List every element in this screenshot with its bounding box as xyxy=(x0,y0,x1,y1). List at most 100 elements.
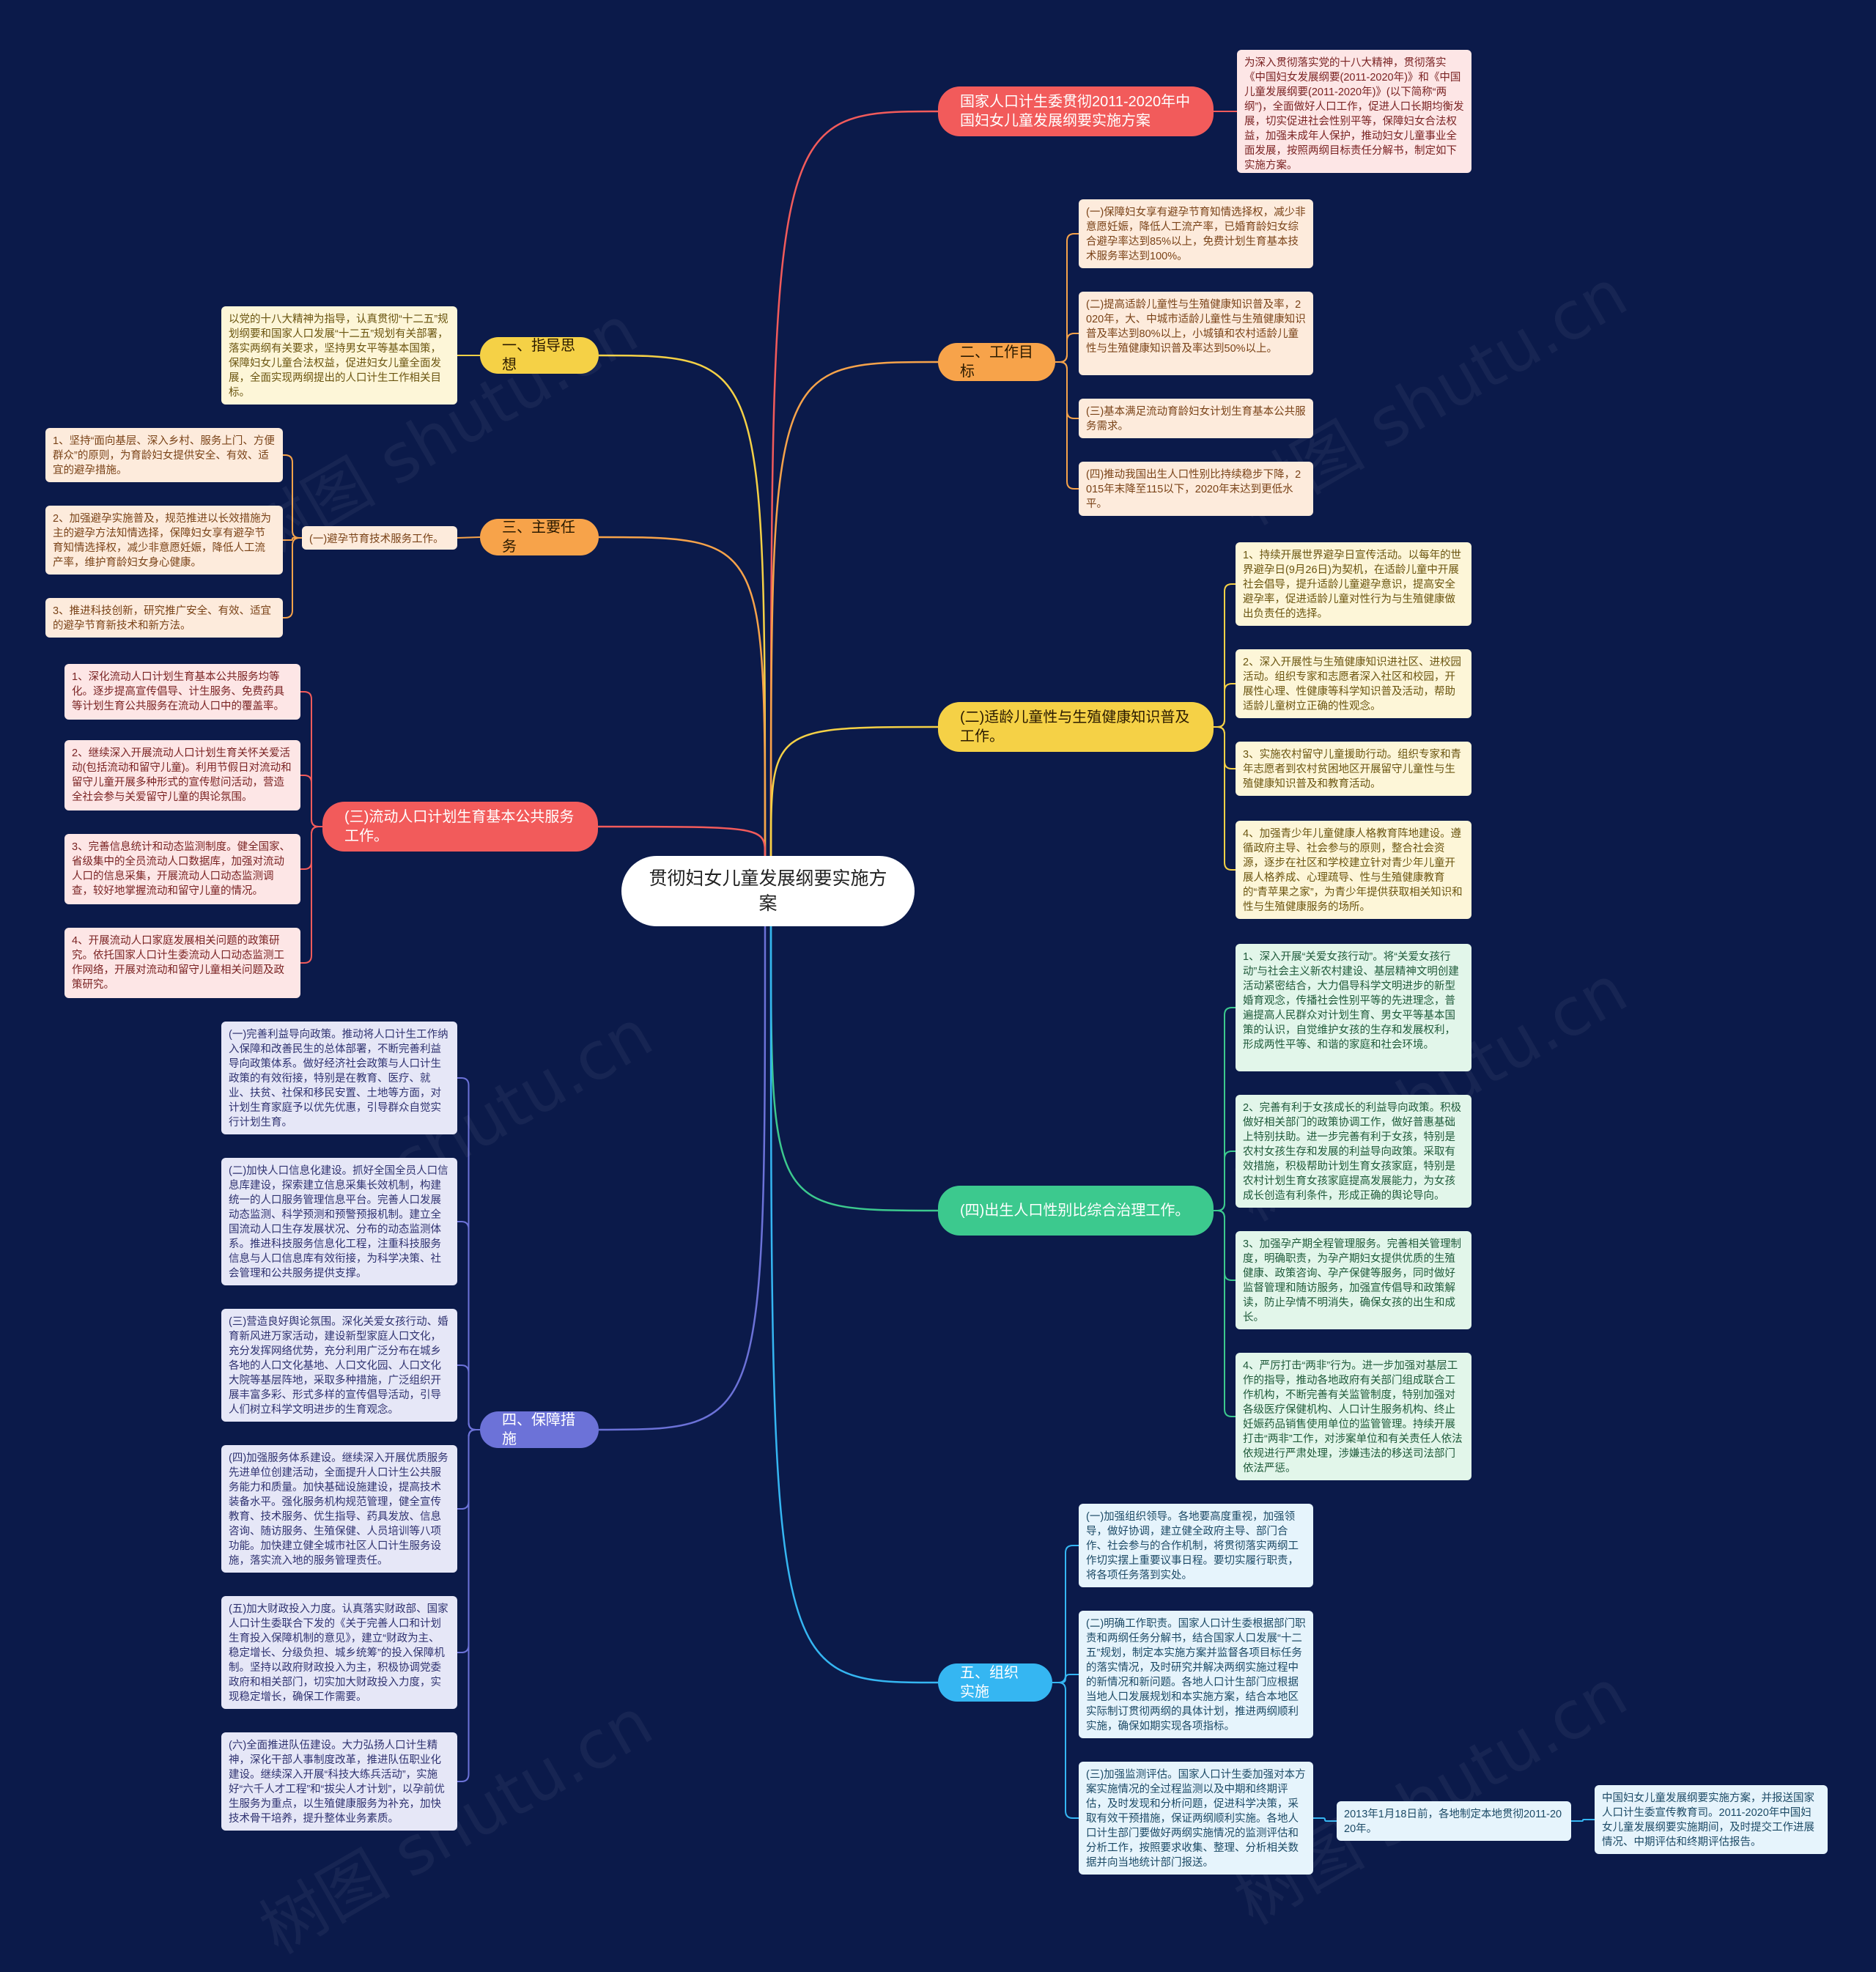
leaf-guar4-label: (四)加强服务体系建设。继续深入开展优质服务先进单位创建活动，全面提升人口计生公… xyxy=(229,1452,448,1567)
connector-sex2 xyxy=(1214,1151,1236,1211)
leaf-sex1[interactable]: 1、深入开展“关爱女孩行动”。将“关爱女孩行动”与社会主义新农村建设、基层精神文… xyxy=(1236,944,1471,1071)
leaf-task3-label: 3、推进科技创新，研究推广安全、有效、适宜的避孕节育新技术和新方法。 xyxy=(53,605,272,632)
leaf-org3a-label: 2013年1月18日前，各地制定本地贯彻2011-2020年。 xyxy=(1344,1809,1562,1835)
leaf-task1[interactable]: 1、坚持“面向基层、深入乡村、服务上门、方便群众”的原则，为育龄妇女提供安全、有… xyxy=(45,428,283,482)
root-topic-label: 贯彻妇女儿童发展纲要实施方案 xyxy=(649,868,887,914)
leaf-sex3[interactable]: 3、加强孕产期全程管理服务。完善相关管理制度，明确职责，为孕产期妇女提供优质的生… xyxy=(1236,1231,1471,1329)
leaf-task1-label: 1、坚持“面向基层、深入乡村、服务上门、方便群众”的原则，为育龄妇女提供安全、有… xyxy=(53,435,275,476)
connector-float4 xyxy=(300,826,322,964)
leaf-task3[interactable]: 3、推进科技创新，研究推广安全、有效、适宜的避孕节育新技术和新方法。 xyxy=(45,598,283,638)
connector-sex4 xyxy=(1214,1210,1236,1417)
leaf-org3a[interactable]: 2013年1月18日前，各地制定本地贯彻2011-2020年。 xyxy=(1337,1801,1571,1841)
connector-root-org xyxy=(769,926,939,1684)
leaf-task2[interactable]: 2、加强避孕实施普及，规范推进以长效措施为主的避孕方法知情选择，保障妇女享有避孕… xyxy=(45,506,283,575)
leaf-edu3-label: 3、实施农村留守儿童援助行动。组织专家和青年志愿者到农村贫困地区开展留守儿童性与… xyxy=(1243,749,1462,790)
leaf-guar5-label: (五)加大财政投入力度。认真落实财政部、国家人口计生委联合下发的《关于完善人口和… xyxy=(229,1603,448,1703)
leaf-guide[interactable]: 以党的十八大精神为指导，认真贯彻“十二五”规划纲要和国家人口发展“十二五”规划有… xyxy=(221,306,457,405)
leaf-sex3-label: 3、加强孕产期全程管理服务。完善相关管理制度，明确职责，为孕产期妇女提供优质的生… xyxy=(1243,1238,1462,1323)
leaf-edu2-label: 2、深入开展性与生殖健康知识进社区、进校园活动。组织专家和志愿者深入社区和校园，… xyxy=(1243,657,1462,712)
leaf-goal3[interactable]: (三)基本满足流动育龄妇女计划生育基本公共服务需求。 xyxy=(1079,399,1313,438)
leaf-guar5[interactable]: (五)加大财政投入力度。认真落实财政部、国家人口计生委联合下发的《关于完善人口和… xyxy=(221,1596,457,1709)
leaf-org2[interactable]: (二)明确工作职责。国家人口计生委根据部门职责和两纲任务分解书，结合国家人口发展… xyxy=(1079,1611,1313,1738)
leaf-float2-label: 2、继续深入开展流动人口计划生育关怀关爱活动(包括流动和留守儿童)。利用节假日对… xyxy=(72,747,292,803)
branch-intro-label: 国家人口计生委贯彻2011-2020年中国妇女儿童发展纲要实施方案 xyxy=(960,94,1191,129)
leaf-guar1-label: (一)完善利益导向政策。推动将人口计生工作纳入保障和改善民生的总体部署，不断完善… xyxy=(229,1029,448,1129)
leaf-sex4[interactable]: 4、严厉打击“两非”行为。进一步加强对基层工作的指导，推动各地政府有关部门组成联… xyxy=(1236,1353,1471,1480)
branch-guide-label: 一、指导思想 xyxy=(502,338,575,373)
leaf-goal1[interactable]: (一)保障妇女享有避孕节育知情选择权，减少非意愿妊娠，降低人工流产率，已婚育龄妇… xyxy=(1079,199,1313,268)
connector-root-task xyxy=(598,536,767,857)
leaf-task2-label: 2、加强避孕实施普及，规范推进以长效措施为主的避孕方法知情选择，保障妇女享有避孕… xyxy=(53,513,272,569)
leaf-org1[interactable]: (一)加强组织领导。各地要高度重视，加强领导，做好协调，建立健全政府主导、部门合… xyxy=(1079,1504,1313,1587)
leaf-edu2[interactable]: 2、深入开展性与生殖健康知识进社区、进校园活动。组织专家和志愿者深入社区和校园，… xyxy=(1236,649,1471,718)
leaf-sex4-label: 4、严厉打击“两非”行为。进一步加强对基层工作的指导，推动各地政府有关部门组成联… xyxy=(1243,1360,1463,1474)
leaf-guar3[interactable]: (三)营造良好舆论氛围。深化关爱女孩行动、婚育新风进万家活动，建设新型家庭人口文… xyxy=(221,1309,457,1422)
leaf-intro[interactable]: 为深入贯彻落实党的十八大精神，贯彻落实《中国妇女发展纲要(2011-2020年)… xyxy=(1237,50,1471,173)
leaf-edu1[interactable]: 1、持续开展世界避孕日宣传活动。以每年的世界避孕日(9月26日)为契机，在适龄儿… xyxy=(1236,542,1471,626)
leaf-org1-label: (一)加强组织领导。各地要高度重视，加强领导，做好协调，建立健全政府主导、部门合… xyxy=(1086,1511,1299,1581)
leaf-task[interactable]: (一)避孕节育技术服务工作。 xyxy=(302,526,457,550)
connector-root-edu xyxy=(769,725,939,857)
connector-root-guar xyxy=(598,926,767,1431)
leaf-guar2[interactable]: (二)加快人口信息化建设。抓好全国全员人口信息库建设，探索建立信息采集长效机制，… xyxy=(221,1158,457,1285)
leaf-float3-label: 3、完善信息统计和动态监测制度。健全国家、省级集中的全员流动人口数据库，加强对流… xyxy=(72,841,291,897)
leaf-float1[interactable]: 1、深化流动人口计划生育基本公共服务均等化。逐步提高宣传倡导、计生服务、免费药具… xyxy=(64,664,300,720)
connector-lines xyxy=(283,110,1595,1822)
branch-intro[interactable]: 国家人口计生委贯彻2011-2020年中国妇女儿童发展纲要实施方案 xyxy=(938,86,1214,136)
connector-root-goal xyxy=(769,361,939,857)
connector-org3 xyxy=(1052,1682,1079,1819)
branch-guar[interactable]: 四、保障措施 xyxy=(480,1411,599,1448)
branch-org-label: 五、组织实施 xyxy=(960,1665,1019,1700)
root-topic[interactable]: 贯彻妇女儿童发展纲要实施方案 xyxy=(621,856,915,926)
connector-edu4 xyxy=(1214,726,1236,871)
leaf-org3b[interactable]: 中国妇女儿童发展纲要实施方案，并报送国家人口计生委宣传教育司。2011-2020… xyxy=(1595,1785,1828,1854)
branch-sex-label: (四)出生人口性别比综合治理工作。 xyxy=(960,1203,1190,1219)
leaf-guar4[interactable]: (四)加强服务体系建设。继续深入开展优质服务先进单位创建活动，全面提升人口计生公… xyxy=(221,1445,457,1573)
connector-root-float xyxy=(597,825,767,857)
leaf-edu4-label: 4、加强青少年儿童健康人格教育阵地建设。遵循政府主导、社会参与的原则，整合社会资… xyxy=(1243,828,1463,913)
leaf-goal2[interactable]: (二)提高适龄儿童性与生殖健康知识普及率，2020年，大、中城市适龄儿童性与生殖… xyxy=(1079,292,1313,375)
connector-org3b xyxy=(1571,1819,1595,1822)
branch-task[interactable]: 三、主要任务 xyxy=(480,519,599,555)
leaf-org3[interactable]: (三)加强监测评估。国家人口计生委加强对本方案实施情况的全过程监测以及中期和终期… xyxy=(1079,1762,1313,1875)
leaf-float1-label: 1、深化流动人口计划生育基本公共服务均等化。逐步提高宣传倡导、计生服务、免费药具… xyxy=(72,671,284,712)
connector-root-sex xyxy=(769,926,939,1212)
leaf-guar6-label: (六)全面推进队伍建设。大力弘扬人口计生精神，深化干部人事制度改革，推进队伍职业… xyxy=(229,1740,445,1825)
leaf-sex2[interactable]: 2、完善有利于女孩成长的利益导向政策。积极做好相关部门的政策协调工作，做好普惠基… xyxy=(1236,1095,1471,1208)
leaf-sex2-label: 2、完善有利于女孩成长的利益导向政策。积极做好相关部门的政策协调工作，做好普惠基… xyxy=(1243,1102,1462,1202)
connector-goal2 xyxy=(1055,333,1079,363)
branch-goal[interactable]: 二、工作目标 xyxy=(938,343,1055,381)
leaf-task-label: (一)避孕节育技术服务工作。 xyxy=(309,533,444,545)
leaf-guar6[interactable]: (六)全面推进队伍建设。大力弘扬人口计生精神，深化干部人事制度改革，推进队伍职业… xyxy=(221,1732,457,1831)
branch-float[interactable]: (三)流动人口计划生育基本公共服务工作。 xyxy=(322,802,598,852)
leaf-goal4[interactable]: (四)推动我国出生人口性别比持续稳步下降，2015年末降至115以下，2020年… xyxy=(1079,462,1313,516)
leaf-guar2-label: (二)加快人口信息化建设。抓好全国全员人口信息库建设，探索建立信息采集长效机制，… xyxy=(229,1165,448,1279)
leaf-float4[interactable]: 4、开展流动人口家庭发展相关问题的政策研究。依托国家人口计生委流动人口动态监测工… xyxy=(64,928,300,998)
branch-org[interactable]: 五、组织实施 xyxy=(938,1663,1052,1702)
connector-task2 xyxy=(283,537,302,541)
connector-task xyxy=(457,536,481,539)
connector-root-intro xyxy=(769,110,939,857)
leaf-guar1[interactable]: (一)完善利益导向政策。推动将人口计生工作纳入保障和改善民生的总体部署，不断完善… xyxy=(221,1022,457,1134)
branch-task-label: 三、主要任务 xyxy=(502,520,575,555)
leaf-edu3[interactable]: 3、实施农村留守儿童援助行动。组织专家和青年志愿者到农村贫困地区开展留守儿童性与… xyxy=(1236,742,1471,796)
connector-float2 xyxy=(300,775,322,827)
leaf-edu4[interactable]: 4、加强青少年儿童健康人格教育阵地建设。遵循政府主导、社会参与的原则，整合社会资… xyxy=(1236,821,1471,919)
branch-sex[interactable]: (四)出生人口性别比综合治理工作。 xyxy=(938,1186,1214,1236)
connector-org3a xyxy=(1313,1817,1337,1822)
branch-goal-label: 二、工作目标 xyxy=(960,344,1033,380)
leaf-intro-label: 为深入贯彻落实党的十八大精神，贯彻落实《中国妇女发展纲要(2011-2020年)… xyxy=(1244,57,1464,171)
connector-task1 xyxy=(283,454,302,539)
leaf-guar3-label: (三)营造良好舆论氛围。深化关爱女孩行动、婚育新风进万家活动，建设新型家庭人口文… xyxy=(229,1316,448,1416)
leaf-goal2-label: (二)提高适龄儿童性与生殖健康知识普及率，2020年，大、中城市适龄儿童性与生殖… xyxy=(1086,299,1306,355)
connector-root-guide xyxy=(598,354,767,857)
leaf-edu1-label: 1、持续开展世界避孕日宣传活动。以每年的世界避孕日(9月26日)为契机，在适龄儿… xyxy=(1243,550,1462,620)
leaf-float2[interactable]: 2、继续深入开展流动人口计划生育关怀关爱活动(包括流动和留守儿童)。利用节假日对… xyxy=(64,740,300,810)
leaf-float3[interactable]: 3、完善信息统计和动态监测制度。健全国家、省级集中的全员流动人口数据库，加强对流… xyxy=(64,834,300,904)
branch-edu-label: (二)适龄儿童性与生殖健康知识普及工作。 xyxy=(960,709,1190,745)
branch-edu[interactable]: (二)适龄儿童性与生殖健康知识普及工作。 xyxy=(938,702,1214,752)
connector-goal4 xyxy=(1055,361,1079,490)
leaf-org2-label: (二)明确工作职责。国家人口计生委根据部门职责和两纲任务分解书，结合国家人口发展… xyxy=(1086,1618,1306,1732)
branch-guide[interactable]: 一、指导思想 xyxy=(480,337,599,374)
